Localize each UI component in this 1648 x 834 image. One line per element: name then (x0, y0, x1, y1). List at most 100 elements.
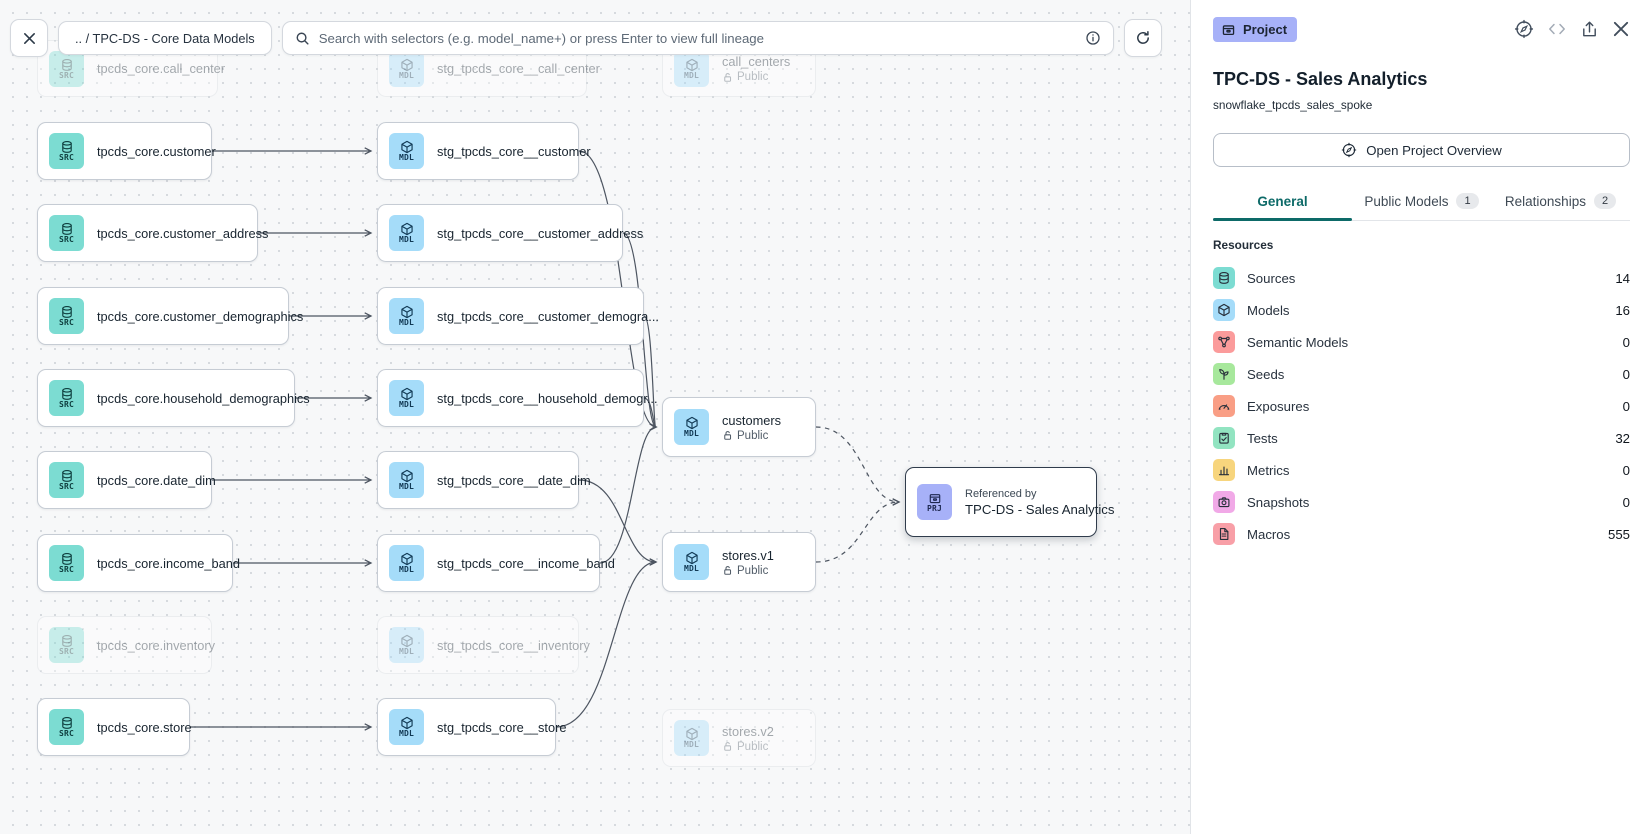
node-access: Public (722, 71, 790, 83)
document-icon (1213, 523, 1235, 545)
seedling-icon (1213, 363, 1235, 385)
semantic-graph-icon (1213, 331, 1235, 353)
cube-icon: MDL (389, 380, 424, 416)
panel-header: Project (1213, 17, 1630, 42)
resource-row: Sources 14 (1213, 262, 1630, 294)
edge-mdl-date-dim-to-pub-stores-v1 (578, 479, 656, 562)
node-mdl-inventory[interactable]: MDL stg_tpcds_core__inventory (377, 616, 590, 674)
cube-icon: MDL (674, 720, 709, 756)
cube-icon: MDL (389, 462, 424, 498)
resource-count: 0 (1622, 494, 1630, 510)
close-lineage-button[interactable] (10, 19, 48, 57)
node-src-customer-address[interactable]: SRC tpcds_core.customer_address (37, 204, 269, 262)
resource-row: Models 16 (1213, 294, 1630, 326)
resource-label: Sources (1247, 270, 1296, 286)
node-title: tpcds_core.inventory (97, 637, 216, 653)
node-title: tpcds_core.household_demographics (97, 390, 310, 406)
database-icon: SRC (49, 627, 84, 663)
resource-label: Macros (1247, 526, 1291, 542)
resource-row: Macros 555 (1213, 518, 1630, 550)
bar-chart-icon (1213, 459, 1235, 481)
search-icon (295, 31, 310, 46)
close-panel-icon[interactable] (1612, 20, 1630, 38)
open-project-overview-label: Open Project Overview (1366, 142, 1502, 158)
cube-icon: MDL (389, 545, 424, 581)
panel-tabs: General Public Models 1 Relationships 2 (1213, 184, 1630, 221)
node-title: stg_tpcds_core__store (437, 719, 567, 735)
search-input[interactable] (318, 30, 1076, 46)
edge-mdl-store-to-pub-stores-v1 (555, 562, 656, 728)
cube-icon: MDL (674, 544, 709, 580)
database-icon: SRC (49, 462, 84, 498)
node-title: call_centers (722, 54, 791, 69)
node-title: stg_tpcds_core__customer_demogra... (437, 308, 659, 324)
tab-label: Public Models (1364, 193, 1449, 209)
node-mdl-income-band[interactable]: MDL stg_tpcds_core__income_band (377, 534, 615, 592)
node-title: stg_tpcds_core__income_band (437, 555, 615, 571)
tab-public-models[interactable]: Public Models 1 (1352, 184, 1491, 220)
share-icon[interactable] (1580, 20, 1599, 39)
tab-relationships[interactable]: Relationships 2 (1491, 184, 1630, 220)
unlock-icon (722, 741, 733, 752)
project-subtitle: snowflake_tpcds_sales_spoke (1213, 98, 1373, 112)
cube-icon: MDL (389, 298, 424, 334)
unlock-icon (722, 72, 733, 83)
resource-label: Tests (1247, 430, 1278, 446)
database-icon: SRC (49, 133, 84, 169)
database-icon (1213, 267, 1235, 289)
search-box (281, 21, 1114, 55)
node-title: stg_tpcds_core__inventory (437, 637, 590, 653)
tab-count-badge: 2 (1593, 193, 1617, 209)
info-icon[interactable] (1085, 30, 1101, 46)
database-icon: SRC (49, 709, 84, 745)
cube-icon: MDL (389, 627, 424, 663)
clipboard-check-icon (1213, 427, 1235, 449)
node-src-date-dim[interactable]: SRC tpcds_core.date_dim (37, 451, 216, 509)
database-icon: SRC (49, 298, 84, 334)
node-access: Public (722, 565, 774, 577)
resource-count: 0 (1622, 334, 1630, 350)
edge-pub-stores-v1-to-prj (815, 502, 899, 563)
refresh-button[interactable] (1123, 19, 1162, 57)
resource-label: Semantic Models (1247, 334, 1349, 350)
node-title: tpcds_core.customer_address (97, 225, 269, 241)
tab-count-badge: 1 (1456, 193, 1479, 209)
tab-general[interactable]: General (1213, 184, 1352, 221)
project-detail-panel: Project TPC-DS - Sales Analytics snowfla… (1190, 0, 1648, 834)
database-icon: SRC (49, 50, 84, 87)
node-title: tpcds_core.date_dim (97, 472, 216, 488)
node-src-inventory[interactable]: SRC tpcds_core.inventory (37, 616, 216, 674)
node-mdl-customer-demogra[interactable]: MDL stg_tpcds_core__customer_demogra... (377, 287, 659, 345)
resource-count: 16 (1615, 302, 1630, 318)
tab-label: Relationships (1504, 193, 1586, 209)
project-badge: Project (1213, 17, 1298, 42)
resource-count: 555 (1607, 526, 1630, 542)
resource-label: Models (1247, 302, 1290, 318)
database-icon: SRC (49, 215, 84, 251)
resource-count: 0 (1622, 462, 1630, 478)
code-icon[interactable] (1547, 19, 1567, 39)
resource-row: Snapshots 0 (1213, 486, 1630, 518)
project-title: TPC-DS - Sales Analytics (1213, 69, 1428, 89)
breadcrumb[interactable]: .. / TPC-DS - Core Data Models (58, 21, 272, 55)
open-project-overview-button[interactable]: Open Project Overview (1213, 133, 1630, 167)
resource-count: 0 (1622, 366, 1630, 382)
resources-heading: Resources (1213, 238, 1274, 252)
explore-compass-icon[interactable] (1514, 19, 1534, 39)
node-title: stores.v2 (722, 723, 774, 739)
